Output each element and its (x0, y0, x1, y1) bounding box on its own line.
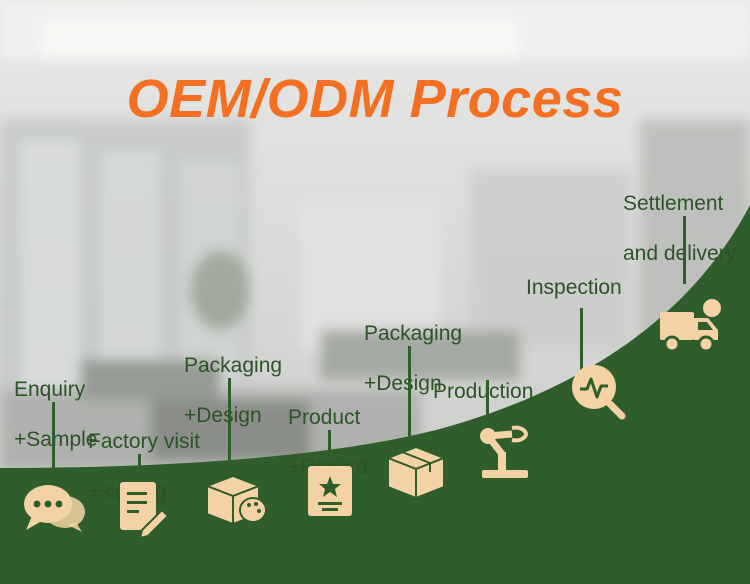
delivery-truck-icon (660, 297, 723, 353)
step-5-line2: +Design (364, 372, 442, 395)
inspection-magnifier-icon (572, 365, 626, 420)
step-label-production: Production (433, 354, 533, 429)
step-5-stem (408, 346, 411, 458)
box-icon (386, 445, 446, 500)
step-7-stem (580, 308, 583, 400)
step-3-line2: +Design (184, 404, 262, 427)
step-label-packaging-2: Packaging +Design (364, 296, 462, 421)
step-6-stem (486, 380, 489, 428)
certificate-icon (308, 466, 352, 516)
step-4-line1: Product (288, 406, 361, 429)
chat-bubbles-icon (24, 485, 85, 532)
step-3-stem (228, 378, 231, 466)
step-2-stem (138, 454, 141, 468)
step-6-line1: Production (433, 380, 534, 403)
step-label-inspection: Inspection (526, 250, 622, 325)
step-label-settlement: Settlement and delivery (623, 166, 736, 291)
robot-arm-icon (480, 425, 528, 478)
step-7-line1: Inspection (526, 276, 622, 299)
step-5-line1: Packaging (364, 322, 463, 345)
step-3-line1: Packaging (184, 354, 283, 377)
step-1-stem (52, 402, 55, 468)
step-label-packaging-1: Packaging +Design (184, 328, 282, 453)
page-title: OEM/ODM Process (126, 69, 624, 129)
step-1-line1: Enquiry (14, 378, 86, 401)
step-8-stem (683, 216, 686, 284)
box-palette-icon (204, 474, 267, 526)
step-1-line2: +Sample (14, 428, 98, 451)
step-2-line1: Factory visit (88, 430, 201, 453)
step-label-enquiry: Enquiry +Sample (14, 352, 97, 477)
step-8-line1: Settlement (623, 192, 724, 215)
step-8-line2: and delivery (623, 242, 737, 265)
step-4-stem (328, 430, 331, 464)
contract-pen-icon (120, 482, 170, 540)
